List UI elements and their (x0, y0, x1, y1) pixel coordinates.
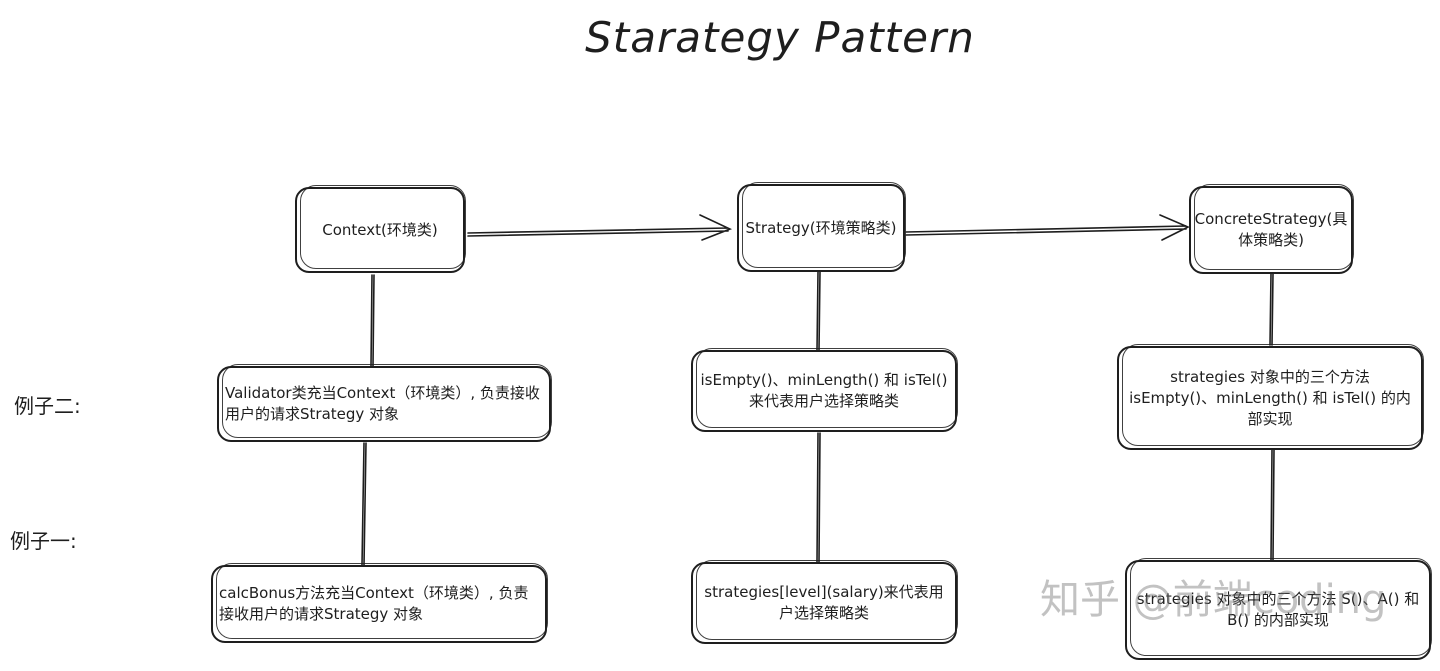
line-strategy-to-ex2 (816, 271, 821, 351)
row-label-example1: 例子一: (10, 529, 77, 553)
row-label-example2: 例子二: (14, 394, 81, 418)
example1-context-box: calcBonus方法充当Context（环境类）, 负责接收用户的请求Stra… (211, 563, 548, 643)
strategy-label: Strategy(环境策略类) (745, 218, 897, 237)
line-ex2-to-ex1-mid (816, 432, 821, 563)
line-ex2-to-ex1-left (361, 442, 367, 566)
zhihu-watermark: 知乎 @前端coding (1040, 577, 1387, 623)
example1-context-text: calcBonus方法充当Context（环境类）, 负责接收用户的请求Stra… (219, 584, 529, 623)
arrow-context-to-strategy (467, 214, 733, 241)
example1-strategy-text: strategies[level](salary)来代表用户选择策略类 (704, 583, 944, 622)
line-concrete-to-ex2 (1269, 273, 1274, 346)
strategy-box: Strategy(环境策略类) (737, 182, 906, 272)
example2-concrete-text: strategies 对象中的三个方法 isEmpty()、minLength(… (1129, 367, 1411, 428)
example1-strategy-box: strategies[level](salary)来代表用户选择策略类 (691, 560, 958, 644)
context-label: Context(环境类) (322, 220, 438, 239)
example2-strategy-box: isEmpty()、minLength() 和 isTel()来代表用户选择策略… (691, 348, 958, 432)
diagram-title: Starategy Pattern (585, 13, 975, 62)
example2-context-box: Validator类充当Context（环境类）, 负责接收用户的请求Strat… (217, 364, 552, 442)
line-context-to-ex2 (370, 274, 375, 367)
concrete-strategy-label: ConcreteStrategy(具体策略类) (1194, 210, 1348, 249)
context-box: Context(环境类) (295, 185, 466, 273)
example1-concrete-box: strategies 对象中的三个方法 S()、A() 和B() 的内部实现 (1125, 558, 1432, 660)
example2-strategy-text: isEmpty()、minLength() 和 isTel()来代表用户选择策略… (700, 371, 948, 410)
example2-concrete-box: strategies 对象中的三个方法 isEmpty()、minLength(… (1117, 344, 1424, 450)
concrete-strategy-box: ConcreteStrategy(具体策略类) (1189, 184, 1354, 274)
example2-context-text: Validator类充当Context（环境类）, 负责接收用户的请求Strat… (225, 384, 540, 423)
line-ex2-to-ex1-right (1270, 449, 1275, 561)
example1-concrete-text: strategies 对象中的三个方法 S()、A() 和B() 的内部实现 (1136, 590, 1420, 629)
arrow-strategy-to-concrete (905, 214, 1190, 241)
